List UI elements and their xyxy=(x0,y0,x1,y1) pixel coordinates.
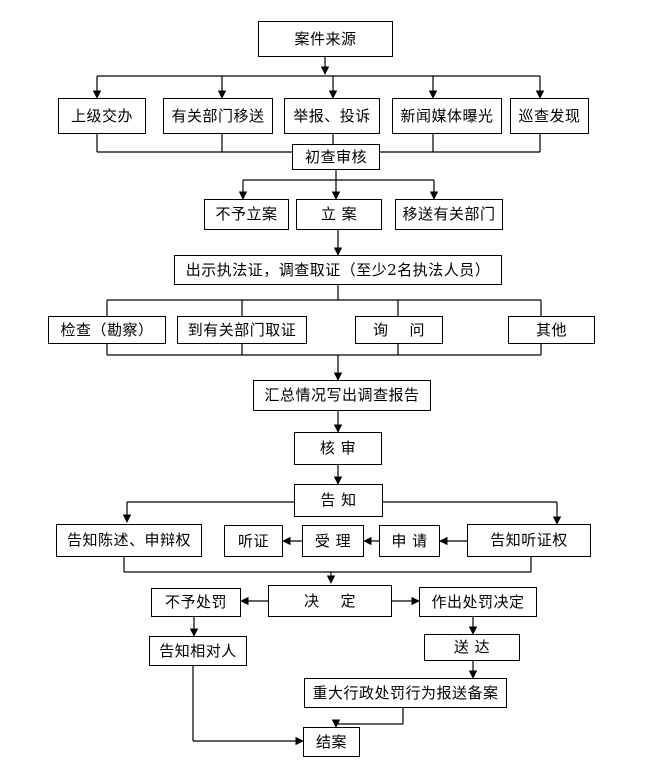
node-method-inquiry: 询 问 xyxy=(355,316,443,344)
node-notify-hearing-right: 告知听证权 xyxy=(467,524,591,557)
node-initial-review: 初查审核 xyxy=(292,144,380,170)
node-file-major-penalty: 重大行政处罚行为报送备案 xyxy=(304,678,507,708)
node-origin-department-transfer: 有关部门移送 xyxy=(163,98,273,134)
node-apply: 申 请 xyxy=(379,525,440,557)
node-origin-superior-assigned: 上级交办 xyxy=(58,98,146,134)
node-method-evidence: 到有关部门取证 xyxy=(177,316,307,344)
node-no-penalty: 不予处罚 xyxy=(151,588,241,617)
node-case-source: 案件来源 xyxy=(258,21,393,57)
node-method-other: 其他 xyxy=(508,316,595,344)
node-make-penalty-decision: 作出处罚决定 xyxy=(419,587,537,617)
node-investigation: 出示执法证，调查取证（至少2名执法人员） xyxy=(174,255,502,285)
node-hearing: 听证 xyxy=(224,525,283,557)
node-origin-report-complaint: 举报、投诉 xyxy=(284,98,380,134)
node-origin-media-exposure: 新闻媒体曝光 xyxy=(392,98,502,134)
node-origin-inspection: 巡查发现 xyxy=(510,98,589,134)
node-review: 核 审 xyxy=(294,432,382,465)
node-investigation-report: 汇总情况写出调查报告 xyxy=(253,380,431,411)
node-close-case: 结案 xyxy=(303,727,360,757)
node-notify: 告 知 xyxy=(294,484,383,517)
node-no-case-filed: 不予立案 xyxy=(204,199,289,230)
node-inform-party: 告知相对人 xyxy=(149,636,247,666)
node-accept: 受 理 xyxy=(302,525,364,557)
node-decide: 决 定 xyxy=(268,585,392,617)
node-notify-statement-right: 告知陈述、申辩权 xyxy=(56,524,202,557)
node-transfer-department: 移送有关部门 xyxy=(395,199,503,230)
node-method-inspection: 检查（勘察） xyxy=(48,316,166,344)
node-deliver: 送 达 xyxy=(424,634,520,661)
node-file-case: 立 案 xyxy=(296,199,382,230)
